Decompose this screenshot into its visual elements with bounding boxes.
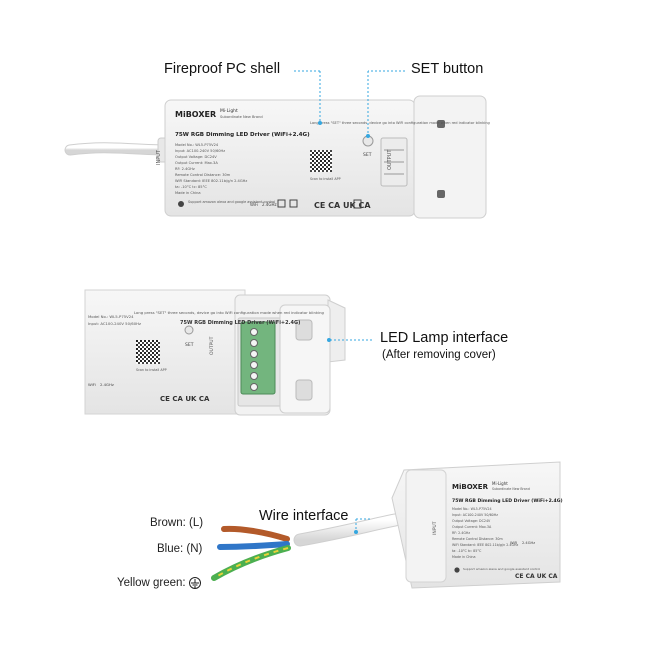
certifications-bottom: CE CA UK CA [515, 573, 558, 580]
spec-remote-bottom: Remote Control Distance: 30m [452, 537, 503, 541]
product-title-mid: 75W RGB Dimming LED Driver (WiFi+2.4G) [180, 320, 300, 326]
input-label-bottom: INPUT [432, 521, 438, 535]
input-label-top: INPUT [156, 149, 162, 165]
set-label-top: SET [363, 152, 372, 158]
led-interface-callout-label: LED Lamp interface [380, 330, 509, 346]
yellow-green-earth-wire [211, 545, 291, 581]
rf-freq-mid: 2.4GHz [100, 382, 114, 387]
qr-code-top [310, 150, 332, 172]
set-button-callout-label: SET button [411, 61, 484, 77]
product-title-bottom: 75W RGB Dimming LED Driver (WiFi+2.4G) [452, 498, 563, 504]
set-button-mid[interactable] [184, 325, 194, 335]
spec-wifi-standard: WiFi Standard: IEEE 802.11b/g/n 2.4GHz [175, 179, 247, 183]
spec-model: Model No.: WL5-P75V24 [175, 143, 219, 147]
driver-top-view: OUTPUT INPUT MiBOXER Mi·Light Subordinat… [64, 95, 490, 219]
spec-remote-distance: Remote Control Distance: 30m [175, 173, 231, 177]
wifi-label-mid: WiFi [88, 382, 96, 387]
qr-caption-mid: Scan to install APP [136, 368, 167, 372]
ground-symbol-icon [189, 577, 201, 589]
brand-logo-top: MiBOXER [175, 110, 216, 119]
brand-sub-bottom: Subordinate New Brand [492, 487, 530, 491]
wifi-label-bottom: WiFi [510, 541, 517, 545]
spec-model-mid: Model No.: WL5-P75V24 [88, 314, 134, 319]
led-interface-note: (After removing cover) [382, 349, 496, 361]
spec-input-mid: Input: AC100-240V 50/60Hz [88, 321, 141, 326]
spec-output-current-bottom: Output Current: Max.3A [452, 525, 492, 529]
yellow-green-wire-label: Yellow green: [117, 577, 186, 589]
driver-wire-view: INPUT MiBOXER Mi·Light Subordinate New B… [211, 461, 563, 589]
blue-wire-label: Blue: (N) [157, 543, 203, 555]
spec-made-in-bottom: Made in China [452, 555, 476, 559]
voice-support-top: Support amazon alexa and google assistan… [188, 200, 275, 204]
spec-wifi-bottom: WiFi Standard: IEEE 802.11b/g/n 2.4GHz [452, 543, 519, 547]
rf-freq-bottom: 2.4GHz [522, 541, 535, 545]
spec-output-current: Output Current: Max.3A [175, 161, 218, 165]
indoor-use-icon [289, 199, 298, 208]
spec-rf: RF: 2.4GHz [175, 167, 195, 171]
brown-live-wire [221, 525, 290, 542]
spec-temperature: ta: -10°C tc: 85°C [175, 185, 207, 189]
set-hint-top: Long press "SET" three seconds, device g… [310, 121, 490, 125]
microphone-icon [178, 201, 184, 207]
spec-input: Input: AC100-240V 50/60Hz [175, 149, 225, 153]
blue-neutral-wire [217, 541, 290, 550]
wifi-label-top: WiFi [250, 202, 258, 207]
shell-callout-label: Fireproof PC shell [164, 61, 281, 77]
spec-temperature-bottom: ta: -10°C tc: 85°C [452, 549, 482, 553]
home-icon [277, 199, 286, 208]
certifications-top: CE CA UK CA [314, 201, 371, 210]
brand-tag-bottom: Mi·Light [492, 481, 508, 486]
set-hint-mid: Long press "SET" three seconds, device g… [134, 310, 325, 315]
spec-output-voltage: Output Voltage: DC24V [175, 155, 217, 159]
qr-code-mid [136, 340, 160, 364]
recycle-bin-icon [353, 199, 362, 209]
microphone-icon-bottom [454, 567, 460, 573]
brown-wire-label: Brown: (L) [150, 517, 204, 529]
brand-logo-bottom: MiBOXER [452, 483, 489, 491]
certifications-mid: CE CA UK CA [160, 395, 210, 403]
spec-made-in: Made in China [175, 191, 201, 195]
rf-freq-top: 2.4GHz [262, 202, 277, 207]
brand-sub-top: Subordinate New Brand [220, 115, 263, 119]
voice-support-bottom: Support amazon alexa and google assistan… [463, 567, 540, 571]
wire-interface-callout-label: Wire interface [259, 508, 349, 524]
driver-open-terminal-view: Model No.: WL5-P75V24 Input: AC100-240V … [84, 289, 346, 416]
product-title-top: 75W RGB Dimming LED Driver (WiFi+2.4G) [175, 132, 310, 138]
qr-caption-top: Scan to install APP [310, 177, 341, 181]
spec-input-bottom: Input: AC100-240V 50/60Hz [452, 513, 498, 517]
spec-model-bottom: Model No.: WL5-P75V24 [452, 507, 492, 511]
led-terminal-block [240, 321, 276, 395]
set-label-mid: SET [185, 342, 194, 348]
terminal-cover[interactable] [279, 304, 331, 414]
brand-tag-top: Mi·Light [220, 108, 238, 114]
spec-rf-bottom: RF: 2.4GHz [452, 531, 470, 535]
spec-output-voltage-bottom: Output Voltage: DC24V [452, 519, 491, 523]
output-label-top: OUTPUT [387, 149, 393, 170]
output-label-mid: OUTPUT [209, 336, 215, 355]
